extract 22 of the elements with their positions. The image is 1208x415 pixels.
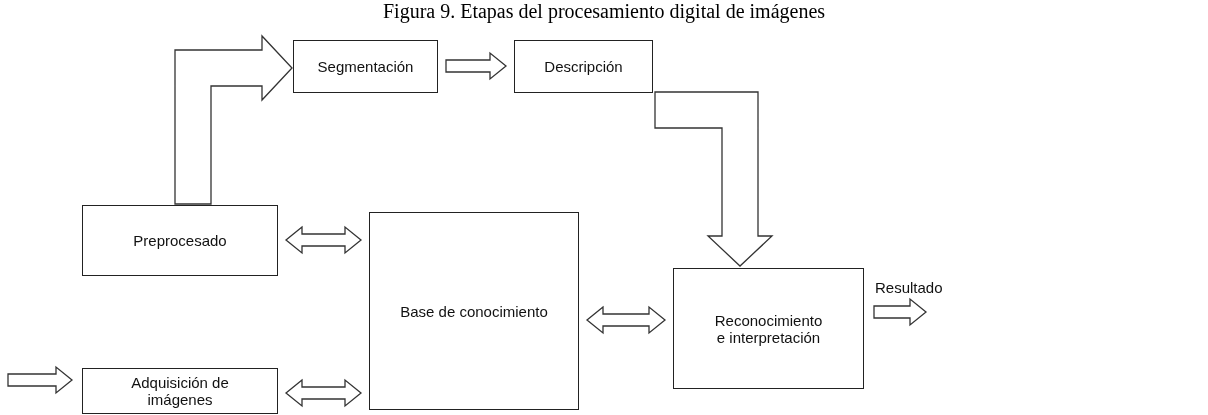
node-label: Base de conocimiento: [399, 302, 549, 320]
node-label: Descripción: [543, 58, 624, 75]
block-arrow: [284, 225, 363, 255]
block-arrow: [654, 91, 774, 267]
process-box: [673, 268, 864, 389]
figure-title: Figura 9. Etapas del procesamiento digital de imágenes: [382, 0, 826, 23]
block-arrow: [445, 51, 508, 81]
node-label: Adquisición de imágenes: [130, 374, 230, 408]
edge-label: Resultado: [875, 279, 943, 296]
block-arrow: [873, 297, 928, 327]
process-box: [514, 40, 653, 93]
node-label: Preprocesado: [132, 232, 228, 249]
block-arrow: [174, 34, 293, 205]
block-arrow: [585, 305, 667, 335]
block-arrow: [284, 378, 363, 408]
block-arrow: [7, 365, 74, 395]
node-label: Segmentación: [316, 58, 415, 75]
process-box: [82, 368, 278, 414]
process-box: [293, 40, 438, 93]
knowledge-base-box: [369, 212, 579, 410]
node-label: Reconocimiento e interpretación: [713, 311, 824, 346]
process-box: [82, 205, 278, 276]
